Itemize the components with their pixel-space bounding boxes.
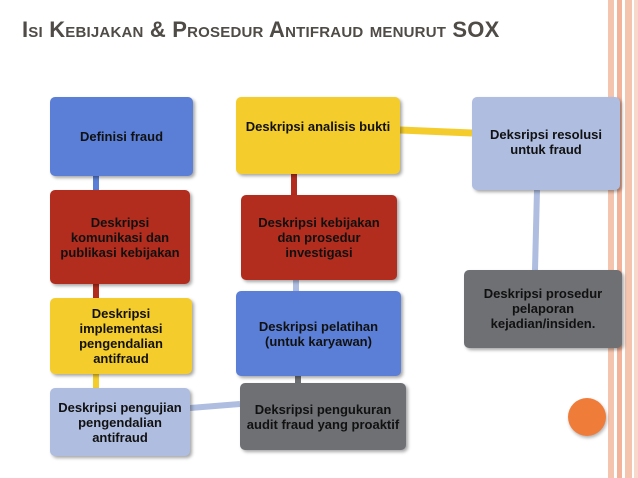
box-kebijakan-investigasi: Deskripsi kebijakan dan prosedur investi… — [241, 195, 397, 280]
connector-resolusi-pelaporan — [532, 189, 540, 271]
box-prosedur-pelaporan: Deskripsi prosedur pelaporan kejadian/in… — [464, 270, 622, 348]
slide-title: Isi Kebijakan & Prosedur Antifraud menur… — [22, 17, 500, 42]
box-resolusi-fraud: Deksripsi resolusi untuk fraud — [472, 97, 620, 190]
box-pelatihan-karyawan: Deskripsi pelatihan (untuk karyawan) — [236, 291, 401, 376]
connector-analisis-resolusi — [399, 126, 473, 137]
box-pengujian-pengendalian: Deskripsi pengujian pengendalian antifra… — [50, 388, 190, 456]
box-definisi-fraud: Definisi fraud — [50, 97, 193, 176]
decorative-orange-circle — [568, 398, 606, 436]
box-pengukuran-audit: Deksripsi pengukuran audit fraud yang pr… — [240, 383, 406, 450]
decorative-side-stripes — [608, 0, 638, 478]
box-analisis-bukti: Deskripsi analisis bukti — [236, 97, 400, 174]
connector-pengujian-pengukuran — [189, 401, 241, 411]
box-implementasi-pengendalian: Deskripsi implementasi pengendalian anti… — [50, 298, 192, 374]
box-komunikasi-publikasi: Deskripsi komunikasi dan publikasi kebij… — [50, 190, 190, 284]
